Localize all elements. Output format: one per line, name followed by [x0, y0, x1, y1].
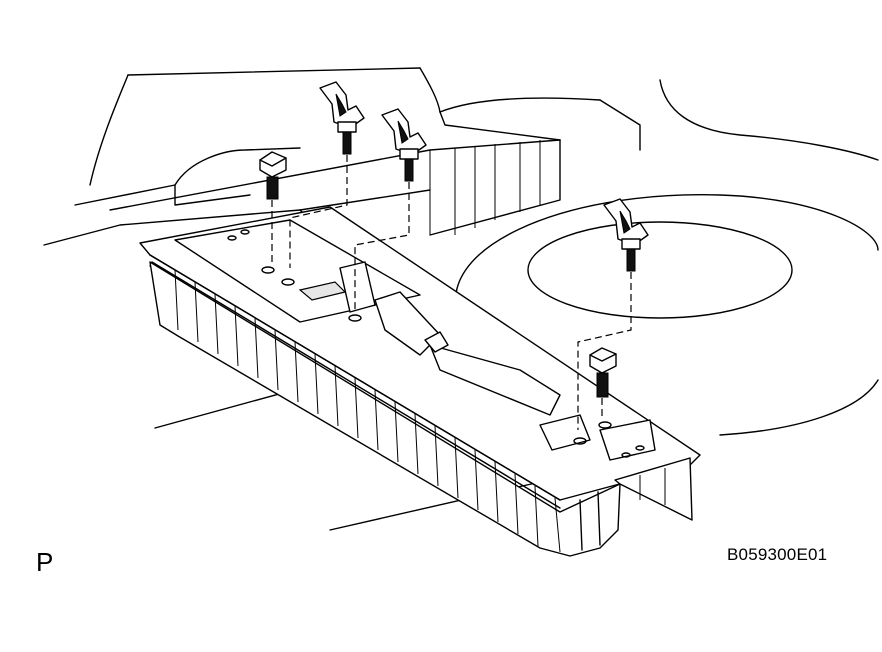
clip-icon — [577, 198, 649, 430]
view-marker: P — [36, 547, 54, 577]
clip-icon — [354, 108, 427, 310]
clip-icon — [289, 81, 365, 268]
figure-code: B059300E01 — [727, 545, 828, 564]
luggage-tray — [139, 206, 701, 557]
bolt-icon — [259, 151, 287, 262]
bolt-icon — [589, 347, 617, 420]
